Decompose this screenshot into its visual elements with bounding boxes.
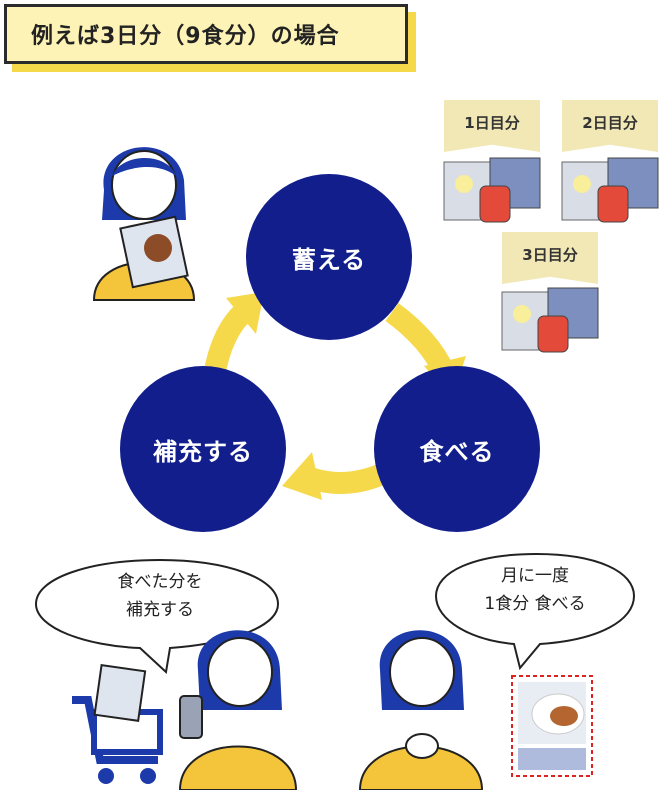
food-set-day2 [561, 157, 659, 223]
arrow-eat-to-refill-head [282, 452, 322, 500]
speech-bubble-eat [434, 552, 636, 671]
bubble-eat-line1: 月に一度 [501, 566, 569, 586]
smartphone-icon [179, 695, 203, 739]
cycle-store-label: 蓄える [291, 245, 367, 274]
bubble-refill-line2: 補充する [126, 600, 194, 620]
person-holding-pack [92, 147, 196, 301]
single-meal-pack [511, 675, 593, 777]
bubble-eat-line2: 1食分 食べる [484, 594, 586, 614]
bubble-text-refill: 食べた分を 補充する [70, 568, 250, 624]
arrow-store-to-eat [385, 303, 455, 377]
tag-day3: 3日目分 [502, 232, 598, 284]
tag-day2-label: 2日目分 [582, 113, 638, 132]
speech-bubble-refill [34, 558, 280, 674]
bubble-text-eat: 月に一度 1食分 食べる [440, 562, 630, 618]
shopping-cart-icon [72, 664, 163, 784]
page-title: 例えば3日分（9食分）の場合 [31, 24, 340, 49]
cycle-refill-label: 補充する [153, 437, 253, 466]
arrow-refill-to-store-head [226, 292, 264, 334]
tag-day1-label: 1日目分 [464, 113, 520, 132]
person-with-phone [178, 630, 298, 790]
title-box: 例えば3日分（9食分）の場合 [4, 4, 408, 64]
tag-day2: 2日目分 [562, 100, 658, 152]
food-set-day3 [501, 287, 599, 353]
cycle-refill: 補充する [120, 366, 286, 532]
tag-day3-label: 3日目分 [522, 245, 578, 264]
bubble-refill-line1: 食べた分を [117, 572, 203, 592]
food-set-day1 [443, 157, 541, 223]
cycle-store: 蓄える [246, 174, 412, 340]
tag-day1: 1日目分 [444, 100, 540, 152]
cycle-eat: 食べる [374, 366, 540, 532]
arrow-refill-to-store [203, 301, 254, 379]
cycle-eat-label: 食べる [419, 437, 495, 466]
person-eating [358, 630, 484, 790]
